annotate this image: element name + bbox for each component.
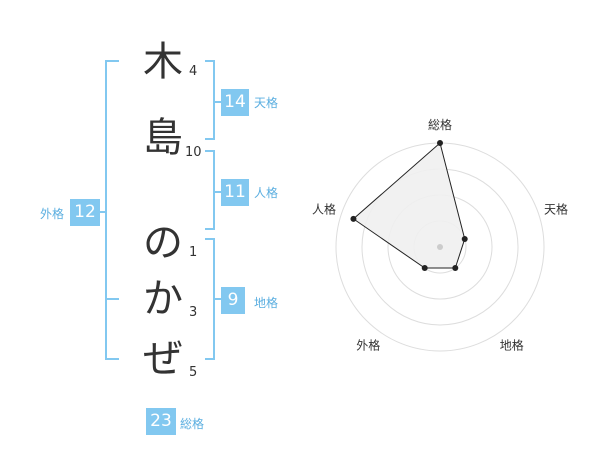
name-char-5: ぜ: [143, 336, 183, 382]
stroke-count-4: 3: [189, 305, 198, 320]
tenkaku-label: 天格: [254, 96, 279, 110]
jinkaku-label: 人格: [254, 186, 279, 200]
radar-point-5: [350, 215, 357, 222]
stroke-count-1: 4: [189, 64, 198, 79]
radar-axis-label-5: 人格: [312, 201, 336, 216]
radar-polygon: [352, 142, 466, 269]
soukaku-value: 23: [146, 408, 176, 435]
radar-center-dot: [437, 244, 443, 250]
radar-axis-label-3: 地格: [500, 338, 524, 353]
name-char-2: 島: [143, 115, 183, 161]
radar-point-4: [421, 265, 428, 272]
gaikaku-label: 外格: [40, 207, 65, 221]
gaikaku-value: 12: [70, 199, 100, 226]
jinkaku-value: 11: [221, 179, 249, 206]
radar-points: [350, 140, 468, 272]
radar-point-1: [437, 140, 443, 146]
radar-point-2: [461, 235, 468, 242]
name-char-4: か: [143, 276, 183, 322]
soukaku-label: 総格: [180, 417, 205, 431]
radar-point-3: [452, 265, 459, 272]
stroke-count-3: 1: [189, 245, 198, 260]
radar-axis-label-4: 外格: [356, 338, 380, 353]
chikaku-label: 地格: [254, 296, 279, 310]
name-char-1: 木: [143, 39, 183, 85]
name-char-3: の: [143, 220, 183, 266]
radar-axis-label-2: 天格: [544, 201, 568, 216]
stroke-count-2: 10: [185, 145, 202, 160]
stroke-count-5: 5: [189, 365, 198, 380]
radar-axis-label-1: 総格: [428, 117, 452, 132]
chikaku-value: 9: [221, 287, 245, 314]
tenkaku-value: 14: [221, 89, 249, 116]
